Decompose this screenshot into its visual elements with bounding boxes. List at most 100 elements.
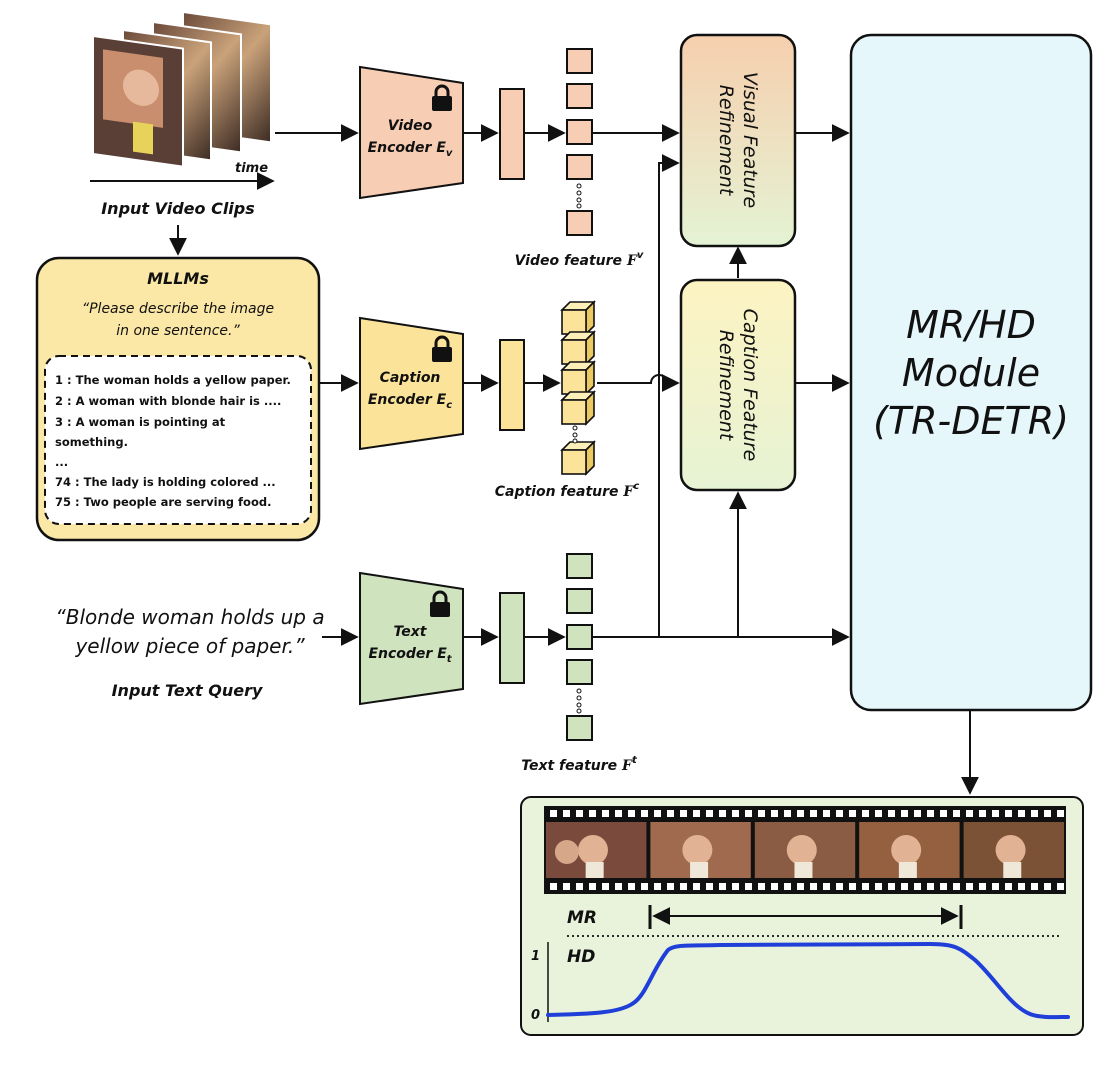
film-perforation: [615, 810, 622, 817]
text-projection-bar: [499, 592, 525, 684]
film-perforation: [1005, 883, 1012, 890]
film-perforation: [667, 810, 674, 817]
film-perforation: [966, 810, 973, 817]
video-feature-stack: [566, 48, 593, 236]
svg-text:Text: Text: [394, 624, 428, 640]
film-perforation: [797, 810, 804, 817]
text-feature-label: Text feature Ft: [521, 755, 638, 774]
filmstrip: [544, 806, 1066, 894]
caption-feature-cube: [560, 390, 596, 426]
film-perforation: [888, 810, 895, 817]
film-perforation: [719, 883, 726, 890]
film-perforation: [706, 883, 713, 890]
film-perforation: [680, 810, 687, 817]
input-video-frames: [92, 10, 272, 168]
svg-text:Caption Feature: Caption Feature: [739, 309, 761, 462]
film-perforation: [589, 810, 596, 817]
film-perforation: [992, 810, 999, 817]
caption-list-line: 75 : Two people are serving food.: [55, 495, 271, 509]
lock-icon: [432, 335, 452, 362]
caption-feature-cube: [560, 300, 596, 336]
film-perforation: [953, 810, 960, 817]
film-perforation: [1057, 883, 1064, 890]
caption-list-line: 1 : The woman holds a yellow paper.: [55, 373, 291, 387]
caption-list-line: 3 : A woman is pointing at: [55, 415, 226, 429]
film-perforation: [810, 810, 817, 817]
film-perforation: [771, 883, 778, 890]
caption-list-line: 2 : A woman with blonde hair is ....: [55, 394, 281, 408]
film-perforation: [1018, 883, 1025, 890]
film-perforation: [901, 883, 908, 890]
arrow-caption-feature-to-caption-refinement: [597, 374, 680, 392]
hd-tick-1: 1: [531, 949, 540, 964]
film-perforation: [966, 883, 973, 890]
filmstrip-frame: [859, 822, 960, 878]
caption-feature-refinement: Caption Feature Refinement: [679, 278, 797, 492]
film-perforation: [745, 810, 752, 817]
film-perforation: [719, 810, 726, 817]
caption-feature-label: Caption feature Fc: [495, 481, 640, 500]
svg-text:Encoder Ev: Encoder Ev: [368, 140, 453, 159]
svg-text:Encoder Et: Encoder Et: [368, 646, 452, 665]
caption-list-box: [44, 355, 312, 525]
film-perforation: [797, 883, 804, 890]
mllm-prompt-line1: “Please describe the image: [82, 301, 274, 317]
film-perforation: [771, 810, 778, 817]
film-perforation: [836, 810, 843, 817]
film-perforation: [667, 883, 674, 890]
mllm-title: MLLMs: [147, 269, 209, 288]
film-perforation: [732, 883, 739, 890]
svg-text:Caption: Caption: [380, 370, 441, 386]
film-perforation: [641, 883, 648, 890]
mr-hd-module: MR/HD Module (TR-DETR): [849, 33, 1093, 712]
film-perforation: [602, 810, 609, 817]
output-panel: MR HD 1 0: [520, 796, 1084, 1036]
hd-label: HD: [567, 947, 595, 967]
caption-feature-cube: [560, 440, 596, 476]
film-perforation: [914, 883, 921, 890]
film-perforation: [589, 883, 596, 890]
film-perforation: [628, 883, 635, 890]
module-title-line1: MR/HD: [906, 303, 1036, 347]
film-perforation: [576, 883, 583, 890]
film-perforation: [1044, 810, 1051, 817]
film-perforation: [1005, 810, 1012, 817]
film-perforation: [693, 883, 700, 890]
film-perforation: [576, 810, 583, 817]
film-perforation: [654, 883, 661, 890]
video-encoder: Video Encoder Ev: [359, 65, 464, 200]
svg-text:Visual Feature: Visual Feature: [739, 72, 761, 208]
video-feature-label: Video feature Fv: [515, 250, 644, 269]
caption-list-line: something.: [55, 435, 128, 449]
film-perforation: [940, 883, 947, 890]
film-perforation: [823, 883, 830, 890]
film-perforation: [550, 883, 557, 890]
svg-text:Encoder Ec: Encoder Ec: [368, 392, 452, 411]
filmstrip-frame: [963, 822, 1064, 878]
film-perforation: [953, 883, 960, 890]
lock-icon: [430, 590, 450, 617]
film-perforation: [888, 883, 895, 890]
film-perforation: [836, 883, 843, 890]
caption-feature-stack: [560, 300, 596, 476]
film-perforation: [940, 810, 947, 817]
film-perforation: [927, 810, 934, 817]
text-feature-ellipsis: [576, 688, 582, 714]
mr-label: MR: [567, 908, 597, 928]
video-projection-bar: [499, 88, 525, 180]
film-perforation: [810, 883, 817, 890]
film-perforation: [901, 810, 908, 817]
film-perforation: [693, 810, 700, 817]
film-perforation: [862, 810, 869, 817]
visual-feature-refinement: Visual Feature Refinement: [679, 33, 797, 248]
film-perforation: [654, 810, 661, 817]
film-perforation: [758, 883, 765, 890]
mllm-prompt-line2: in one sentence.”: [116, 323, 240, 339]
film-perforation: [706, 810, 713, 817]
film-perforation: [1018, 810, 1025, 817]
svg-text:Refinement: Refinement: [715, 330, 737, 442]
film-perforation: [745, 883, 752, 890]
film-perforation: [862, 883, 869, 890]
film-perforation: [680, 883, 687, 890]
